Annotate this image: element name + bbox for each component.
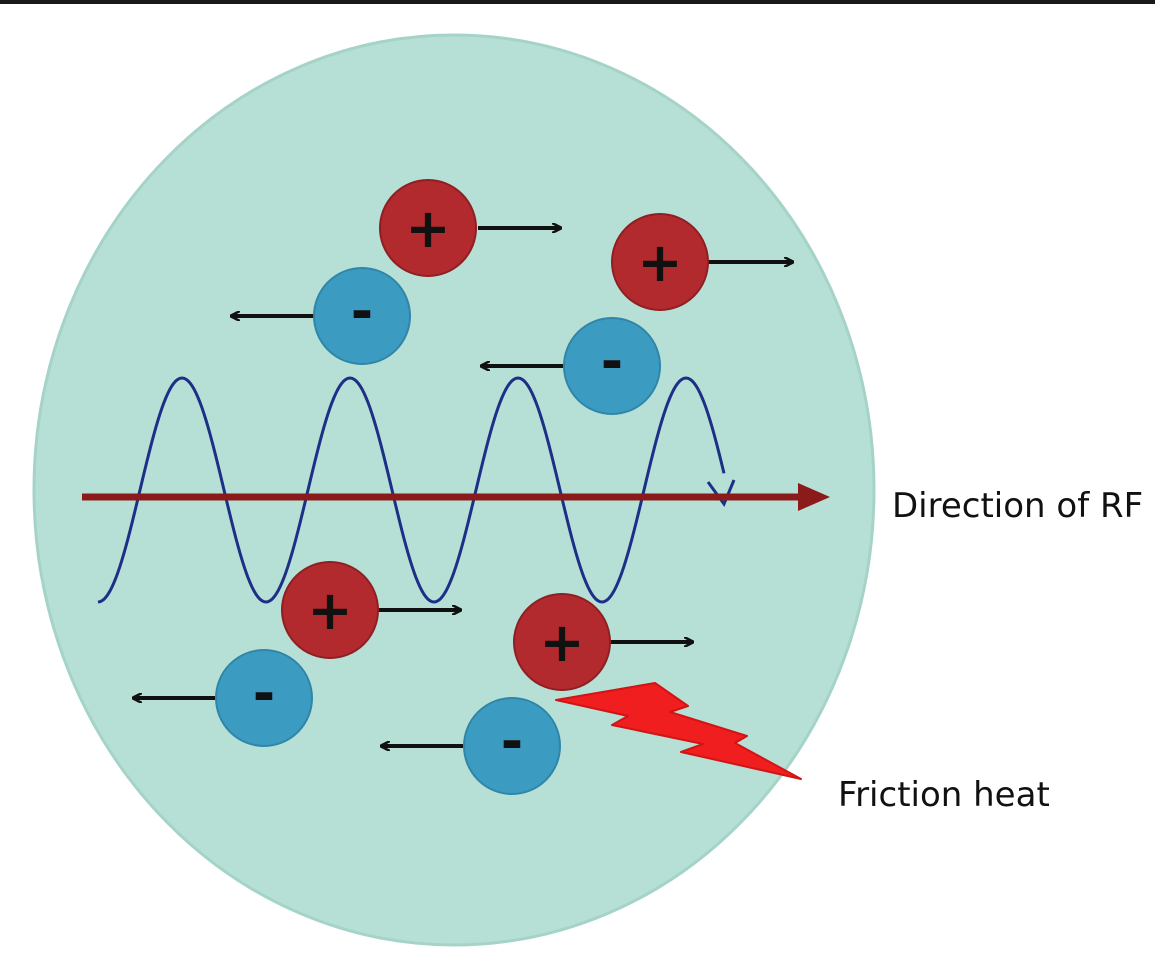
plus-ion-icon [379,179,477,277]
lightning-bolt-icon [555,682,802,780]
cell-circle [32,33,876,947]
positive-ion-3: + [281,561,460,659]
rf-direction-arrow [82,483,830,511]
negative-ion-1: - [232,267,411,365]
plus-sign: + [307,579,352,642]
ion-group: ++--++-- [134,179,792,795]
minus-ion-icon [563,317,661,415]
top-frame-line [0,0,1155,4]
minus-sign: - [351,280,373,343]
friction-label: Friction heat [838,775,1050,815]
plus-sign: + [405,197,450,260]
minus-sign: - [253,662,275,725]
negative-ion-3: - [134,649,313,747]
minus-ion-icon [215,649,313,747]
negative-ion-4: - [382,697,561,795]
plus-ion-icon [513,593,611,691]
plus-ion-icon [611,213,709,311]
direction-label: Direction of RF [892,486,1143,526]
negative-ion-2: - [482,317,661,415]
minus-sign: - [501,710,523,773]
minus-sign: - [601,330,623,393]
wave-arrowhead [706,479,736,508]
plus-ion-icon [281,561,379,659]
plus-sign: + [637,231,682,294]
positive-ion-2: + [611,213,792,311]
minus-ion-icon [463,697,561,795]
positive-ion-1: + [379,179,560,277]
plus-sign: + [539,611,584,674]
minus-ion-icon [313,267,411,365]
positive-ion-4: + [513,593,692,691]
rf-wave [97,376,726,604]
